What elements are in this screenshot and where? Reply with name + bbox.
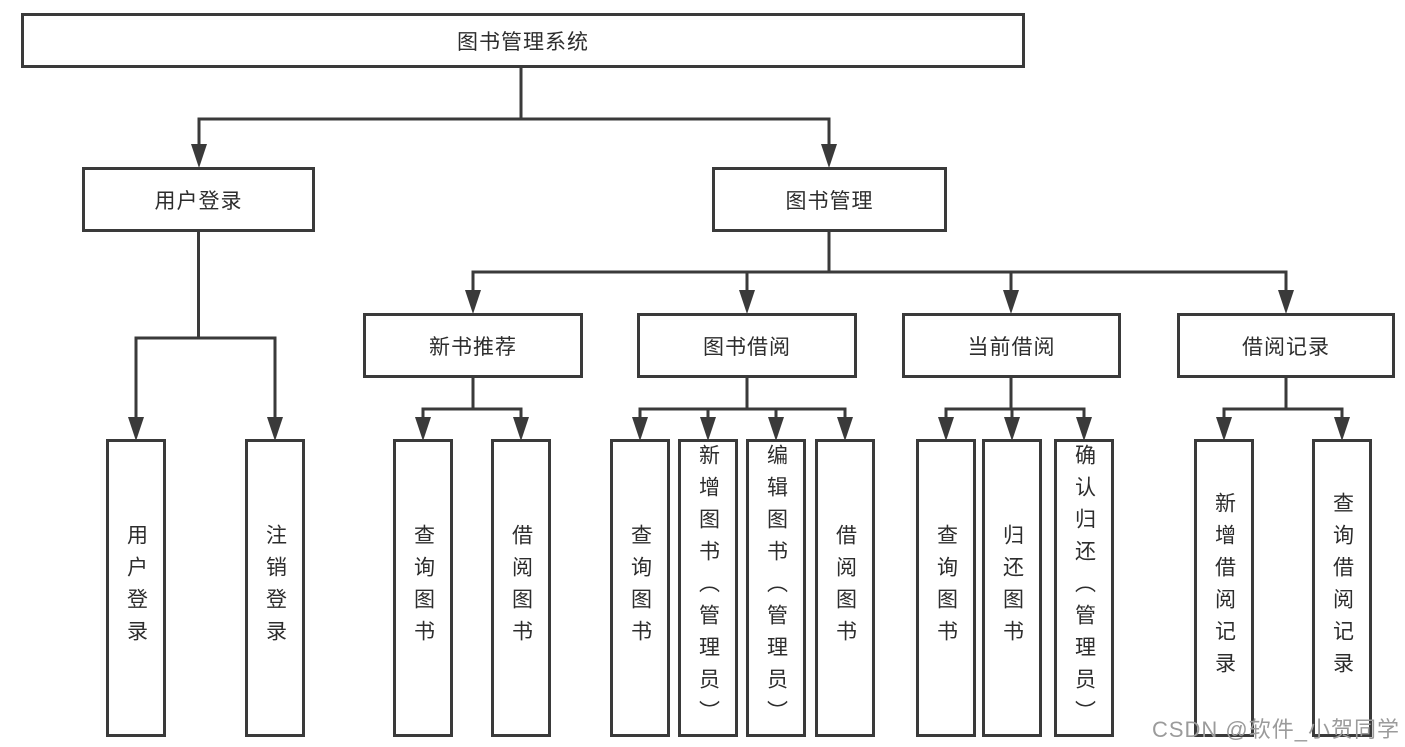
- node-borrow-records: 借阅记录: [1177, 313, 1395, 378]
- leaf-nbr-query-book-label: 查询图书: [411, 524, 435, 652]
- leaf-bb-add-book-admin-label: 新增图书（管理员）: [696, 444, 720, 732]
- node-user-login: 用户登录: [82, 167, 315, 232]
- leaf-user-login: 用户登录: [106, 439, 166, 737]
- node-current-borrow-label: 当前借阅: [967, 335, 1056, 359]
- node-user-login-label: 用户登录: [154, 189, 243, 213]
- node-new-book-recommend-label: 新书推荐: [429, 335, 517, 359]
- leaf-logout-label: 注销登录: [263, 524, 287, 652]
- leaf-bb-borrow-book-label: 借阅图书: [833, 524, 857, 652]
- arrowheads: [128, 144, 1350, 441]
- node-root-system-label: 图书管理系统: [457, 30, 589, 54]
- node-borrow-records-label: 借阅记录: [1242, 335, 1330, 359]
- leaf-logout: 注销登录: [245, 439, 305, 737]
- leaf-cb-query-book: 查询图书: [916, 439, 976, 737]
- node-root-system: 图书管理系统: [21, 13, 1025, 68]
- leaf-user-login-label: 用户登录: [124, 524, 148, 652]
- leaf-bb-borrow-book: 借阅图书: [815, 439, 875, 737]
- node-book-borrow: 图书借阅: [637, 313, 857, 378]
- leaf-bb-query-book-label: 查询图书: [628, 524, 652, 652]
- tree-edges: [134, 68, 1344, 434]
- leaf-cb-confirm-return-admin-label: 确认归还（管理员）: [1072, 444, 1096, 732]
- leaf-nbr-borrow-book-label: 借阅图书: [509, 524, 533, 652]
- leaf-br-query-record-label: 查询借阅记录: [1330, 492, 1354, 684]
- node-book-management: 图书管理: [712, 167, 947, 232]
- leaf-nbr-query-book: 查询图书: [393, 439, 453, 737]
- leaf-cb-confirm-return-admin: 确认归还（管理员）: [1054, 439, 1114, 737]
- leaf-br-query-record: 查询借阅记录: [1312, 439, 1372, 737]
- node-new-book-recommend: 新书推荐: [363, 313, 583, 378]
- leaf-cb-query-book-label: 查询图书: [934, 524, 958, 652]
- leaf-bb-edit-book-admin: 编辑图书（管理员）: [746, 439, 806, 737]
- node-book-management-label: 图书管理: [785, 189, 874, 213]
- node-book-borrow-label: 图书借阅: [703, 335, 791, 359]
- leaf-cb-return-book: 归还图书: [982, 439, 1042, 737]
- leaf-nbr-borrow-book: 借阅图书: [491, 439, 551, 737]
- leaf-cb-return-book-label: 归还图书: [1000, 524, 1024, 652]
- leaf-br-add-record-label: 新增借阅记录: [1212, 492, 1236, 684]
- csdn-watermark: CSDN @软件_小贺同学: [1151, 717, 1400, 742]
- leaf-br-add-record: 新增借阅记录: [1194, 439, 1254, 737]
- leaf-bb-edit-book-admin-label: 编辑图书（管理员）: [764, 444, 788, 732]
- node-current-borrow: 当前借阅: [902, 313, 1121, 378]
- leaf-bb-query-book: 查询图书: [610, 439, 670, 737]
- leaf-bb-add-book-admin: 新增图书（管理员）: [678, 439, 738, 737]
